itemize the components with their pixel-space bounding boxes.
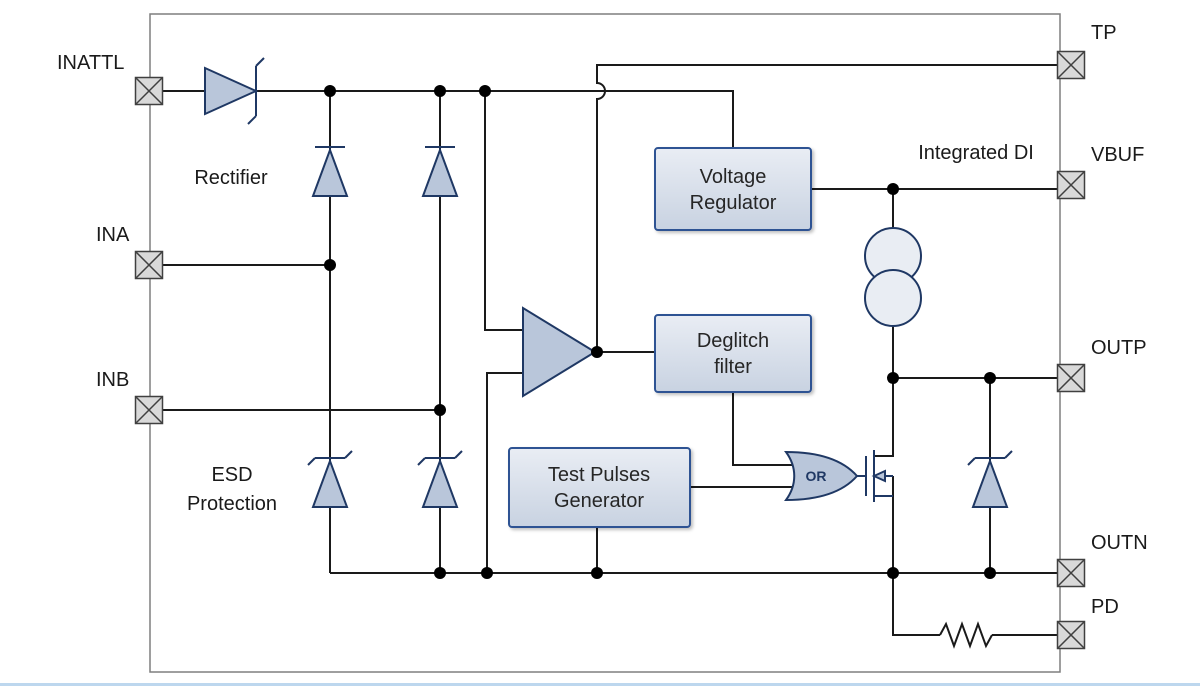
voltage-regulator-label-line2: Regulator [690,192,777,214]
pin-label-tp: TP [1091,22,1117,44]
pin-outn [1056,558,1086,588]
wire-input-bus [163,90,734,148]
junction-dot [434,85,446,97]
wire-deglitch-to-or [732,392,796,466]
junction-dots [324,85,996,579]
wire-comparator-input-bottom [486,372,523,573]
pin-pd [1056,620,1086,650]
bottom-border-strip [0,683,1200,686]
diode-a-symbol [311,146,349,197]
or-gate: OR [784,450,859,502]
junction-dot [434,567,446,579]
pin-label-outp: OUTP [1091,337,1147,359]
junction-dot [591,567,603,579]
output-zener-symbol [967,450,1013,508]
pin-inb [134,395,164,425]
integrated-di-annotation: Integrated DI [918,142,1034,164]
pin-label-vbuf: VBUF [1091,144,1144,166]
esd-annotation-line2: Protection [187,493,277,515]
mosfet-body-arrow [871,469,886,483]
esd-annotation-line1: ESD [211,464,252,486]
deglitch-filter-label-line1: Deglitch [697,330,769,352]
rectifier-diode-symbol [204,57,265,125]
comparator-symbol [522,306,597,398]
test-pulses-generator-label-line2: Generator [554,490,644,512]
junction-dot [324,85,336,97]
wire-tp [596,64,1057,352]
or-gate-label: OR [806,468,827,484]
pin-outp [1056,363,1086,393]
voltage-regulator-label-line1: Voltage [700,166,767,188]
diode-b-symbol [421,146,459,197]
deglitch-filter-label-line2: filter [714,356,752,378]
voltage-regulator-block [654,147,812,231]
wire-pd-left [892,573,940,636]
junction-dot [887,567,899,579]
esd-zener-a-symbol [307,450,353,508]
test-pulses-generator-label-line1: Test Pulses [548,464,650,486]
pin-label-inb: INB [96,369,129,391]
test-pulses-generator-block [508,447,691,528]
esd-zener-b-symbol [417,450,463,508]
junction-dot [324,259,336,271]
pin-ina [134,250,164,280]
junction-dot [887,372,899,384]
chip-boundary [149,13,1061,673]
pin-tp [1056,50,1086,80]
junction-dot [481,567,493,579]
wire-comparator-input-top [484,91,523,331]
pin-label-pd: PD [1091,596,1119,618]
junction-dot [984,372,996,384]
junction-dot [887,183,899,195]
current-source-symbol [864,227,922,327]
rectifier-annotation: Rectifier [194,167,268,189]
resistor-symbol [939,621,993,649]
pin-label-inattl: INATTL [57,52,124,74]
junction-dot [434,404,446,416]
junction-dot [479,85,491,97]
pin-vbuf [1056,170,1086,200]
pin-label-ina: INA [96,224,130,246]
pin-inattl [134,76,164,106]
junction-dot [984,567,996,579]
deglitch-filter-block [654,314,812,393]
wire-mosfet-drain [874,378,894,457]
pin-label-outn: OUTN [1091,532,1148,554]
junction-dot [591,346,603,358]
